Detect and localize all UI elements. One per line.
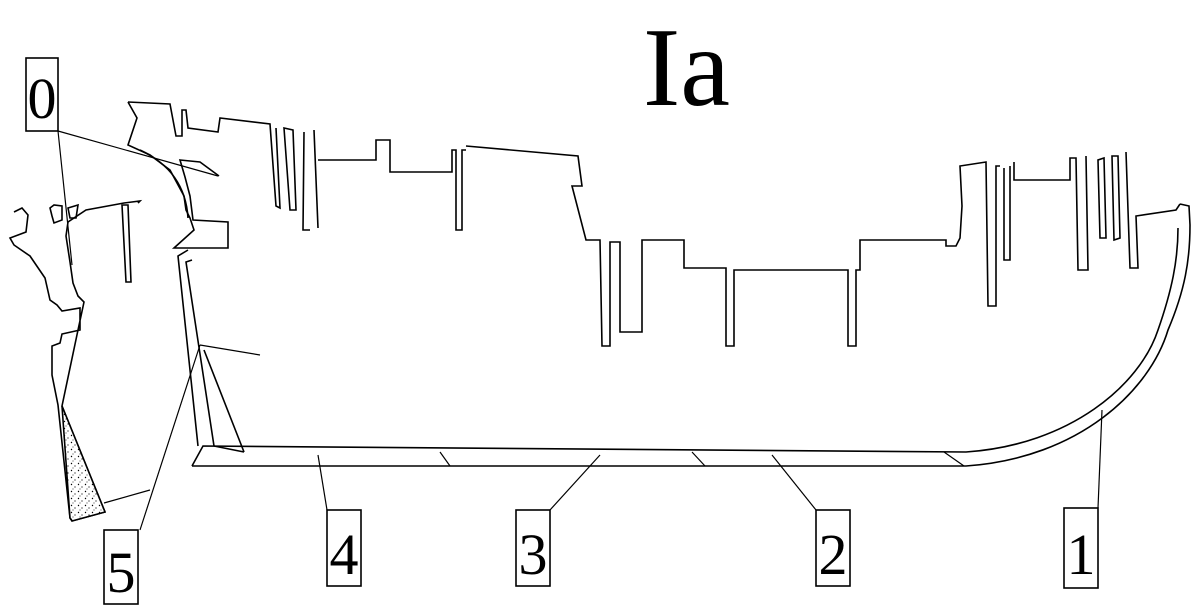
label-0-text: 0 — [28, 66, 57, 131]
label-1: 1 — [1063, 507, 1099, 589]
label-1-text: 1 — [1067, 522, 1096, 587]
label-3-text: 3 — [519, 522, 548, 587]
leader-0a — [57, 130, 219, 177]
label-0: 0 — [25, 57, 59, 132]
label-4: 4 — [326, 509, 362, 587]
leader-5b — [199, 344, 261, 356]
leader-3 — [549, 454, 601, 511]
label-5-text: 5 — [107, 540, 136, 605]
leader-0b — [57, 130, 73, 266]
leader-1 — [1097, 409, 1103, 509]
leader-4 — [317, 454, 328, 511]
leader-lines — [57, 130, 1103, 531]
leader-0c — [103, 489, 151, 504]
label-2-text: 2 — [819, 522, 848, 587]
fragment-0 — [8, 199, 143, 522]
label-4-text: 4 — [330, 522, 359, 587]
diagram-title: Ia — [643, 6, 730, 130]
label-2: 2 — [815, 509, 851, 587]
hull-outline — [127, 101, 1191, 467]
label-5: 5 — [103, 529, 139, 605]
leader-5a — [139, 344, 201, 531]
leader-2 — [771, 454, 817, 511]
label-3: 3 — [515, 509, 551, 587]
